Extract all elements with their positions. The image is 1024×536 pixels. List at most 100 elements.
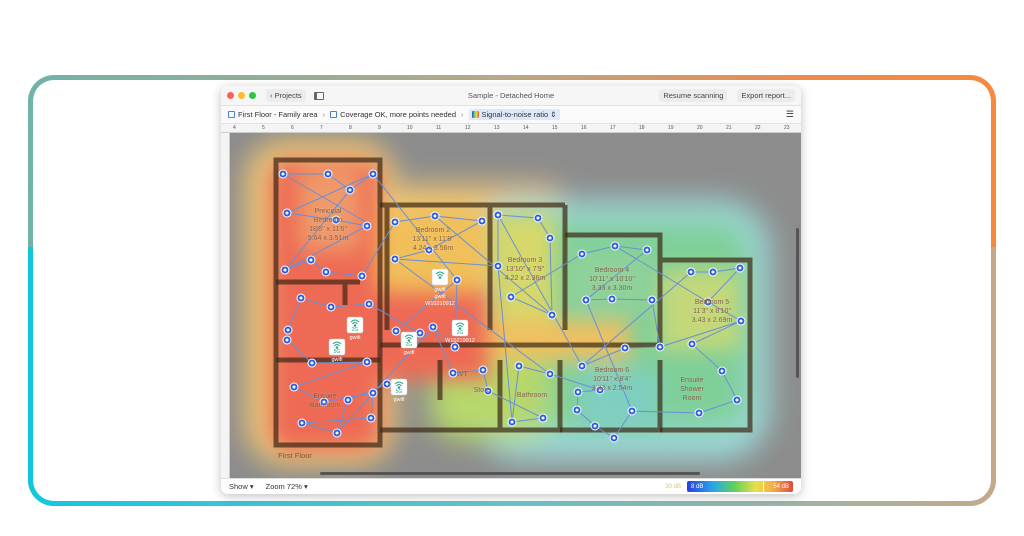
measurement-point[interactable]	[533, 213, 543, 223]
measurement-point[interactable]	[607, 294, 617, 304]
show-menu[interactable]: Show ▾	[229, 482, 254, 491]
measurement-point[interactable]	[687, 339, 697, 349]
measurement-point[interactable]	[332, 428, 342, 438]
room-label: Shower	[680, 386, 704, 393]
measurement-point[interactable]	[415, 328, 425, 338]
measurement-point[interactable]	[483, 386, 493, 396]
measurement-point[interactable]	[581, 295, 591, 305]
measurement-point[interactable]	[366, 413, 376, 423]
breadcrumb-coverage[interactable]: Coverage OK, more points needed	[330, 110, 456, 119]
measurement-point[interactable]	[307, 358, 317, 368]
measurement-point[interactable]	[296, 293, 306, 303]
measurement-point[interactable]	[477, 216, 487, 226]
measurement-point[interactable]	[620, 343, 630, 353]
measurement-point[interactable]	[345, 185, 355, 195]
measurement-point[interactable]	[610, 241, 620, 251]
measurement-point[interactable]	[321, 267, 331, 277]
measurement-point[interactable]	[452, 275, 462, 285]
measurement-point[interactable]	[609, 433, 619, 443]
measurement-point[interactable]	[390, 254, 400, 264]
measurement-point[interactable]	[647, 295, 657, 305]
breadcrumb-floor[interactable]: First Floor - Family area	[228, 110, 318, 119]
measurement-point[interactable]	[280, 265, 290, 275]
measurement-point[interactable]	[545, 369, 555, 379]
measurement-point[interactable]	[514, 361, 524, 371]
measurement-point[interactable]	[343, 395, 353, 405]
measurement-point[interactable]	[323, 169, 333, 179]
export-report-button[interactable]: Export report...	[737, 89, 795, 102]
measurement-point[interactable]	[655, 342, 665, 352]
measurement-point[interactable]	[450, 342, 460, 352]
chevron-right-icon: ›	[461, 110, 464, 119]
measurement-point[interactable]	[368, 169, 378, 179]
resume-scanning-button[interactable]: Resume scanning	[659, 89, 728, 102]
measurement-point[interactable]	[282, 335, 292, 345]
measurement-point[interactable]	[478, 365, 488, 375]
vertical-scrollbar[interactable]	[796, 228, 799, 378]
measurement-point[interactable]	[430, 211, 440, 221]
ruler-tick-label: 16	[581, 125, 587, 131]
measurement-point[interactable]	[507, 417, 517, 427]
measurement-point[interactable]	[283, 325, 293, 335]
measurement-point[interactable]	[577, 361, 587, 371]
minimize-button[interactable]	[238, 92, 245, 99]
close-button[interactable]	[227, 92, 234, 99]
metric-selector[interactable]: Signal-to-noise ratio ⇕	[468, 109, 560, 120]
measurement-point[interactable]	[331, 215, 341, 225]
measurement-point[interactable]	[357, 271, 367, 281]
measurement-point[interactable]	[703, 297, 713, 307]
measurement-point[interactable]	[538, 413, 548, 423]
measurement-point[interactable]	[368, 388, 378, 398]
measurement-point[interactable]	[391, 326, 401, 336]
zoom-menu[interactable]: Zoom 72% ▾	[265, 482, 308, 491]
measurement-point[interactable]	[572, 405, 582, 415]
measurement-point[interactable]	[686, 267, 696, 277]
measurement-point[interactable]	[573, 387, 583, 397]
measurement-point[interactable]	[590, 421, 600, 431]
measurement-point[interactable]	[735, 263, 745, 273]
measurement-point[interactable]	[424, 245, 434, 255]
measurement-point[interactable]	[577, 249, 587, 259]
measurement-point[interactable]	[493, 261, 503, 271]
measurement-point[interactable]	[627, 406, 637, 416]
measurement-point[interactable]	[390, 217, 400, 227]
measurement-point[interactable]	[642, 245, 652, 255]
measurement-point[interactable]	[278, 169, 288, 179]
measurement-point[interactable]	[364, 299, 374, 309]
measurement-point[interactable]	[506, 292, 516, 302]
measurement-point[interactable]	[545, 233, 555, 243]
measurement-point[interactable]	[362, 221, 372, 231]
measurement-point[interactable]	[493, 210, 503, 220]
measurement-point[interactable]	[326, 302, 336, 312]
measurement-point[interactable]	[362, 357, 372, 367]
measurement-point[interactable]	[732, 395, 742, 405]
measurement-point[interactable]	[448, 368, 458, 378]
measurement-point[interactable]	[736, 316, 746, 326]
maximize-button[interactable]	[249, 92, 256, 99]
sidebar-toggle-icon[interactable]	[313, 91, 324, 100]
measurement-point[interactable]	[382, 379, 392, 389]
measurement-point[interactable]	[428, 322, 438, 332]
projects-back-button[interactable]: ‹ Projects	[266, 89, 306, 102]
measurement-point[interactable]	[306, 255, 316, 265]
room-label: 13'10" x 7'9"	[506, 266, 545, 273]
measurement-point[interactable]	[595, 385, 605, 395]
horizontal-scrollbar[interactable]	[320, 472, 700, 475]
sliders-icon[interactable]: ☰	[785, 109, 794, 119]
measurement-point[interactable]	[289, 382, 299, 392]
measurement-point[interactable]	[694, 408, 704, 418]
measurement-point[interactable]	[319, 397, 329, 407]
measurement-point[interactable]	[717, 366, 727, 376]
measurement-point[interactable]	[547, 310, 557, 320]
measurement-point[interactable]	[297, 418, 307, 428]
measurement-point[interactable]	[282, 208, 292, 218]
measurement-point[interactable]	[708, 267, 718, 277]
